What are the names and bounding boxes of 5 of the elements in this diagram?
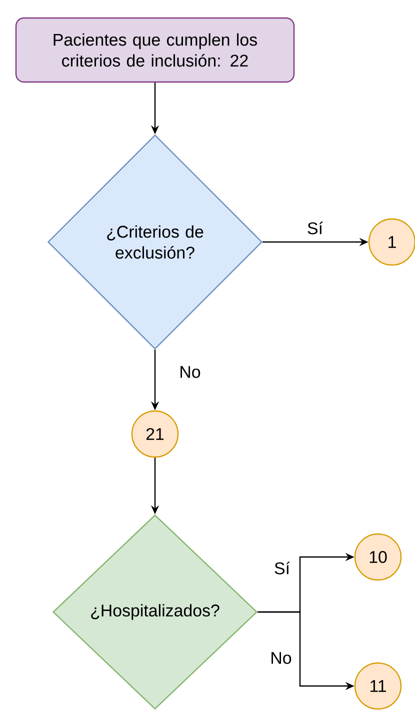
process-box: Pacientes que cumplen los criterios de inclusión: 22 <box>15 17 295 83</box>
edge-label: No <box>180 366 200 378</box>
edge-label: Sí <box>274 562 290 574</box>
edge-label: No <box>272 652 292 664</box>
edge-label: Sí <box>308 222 323 234</box>
